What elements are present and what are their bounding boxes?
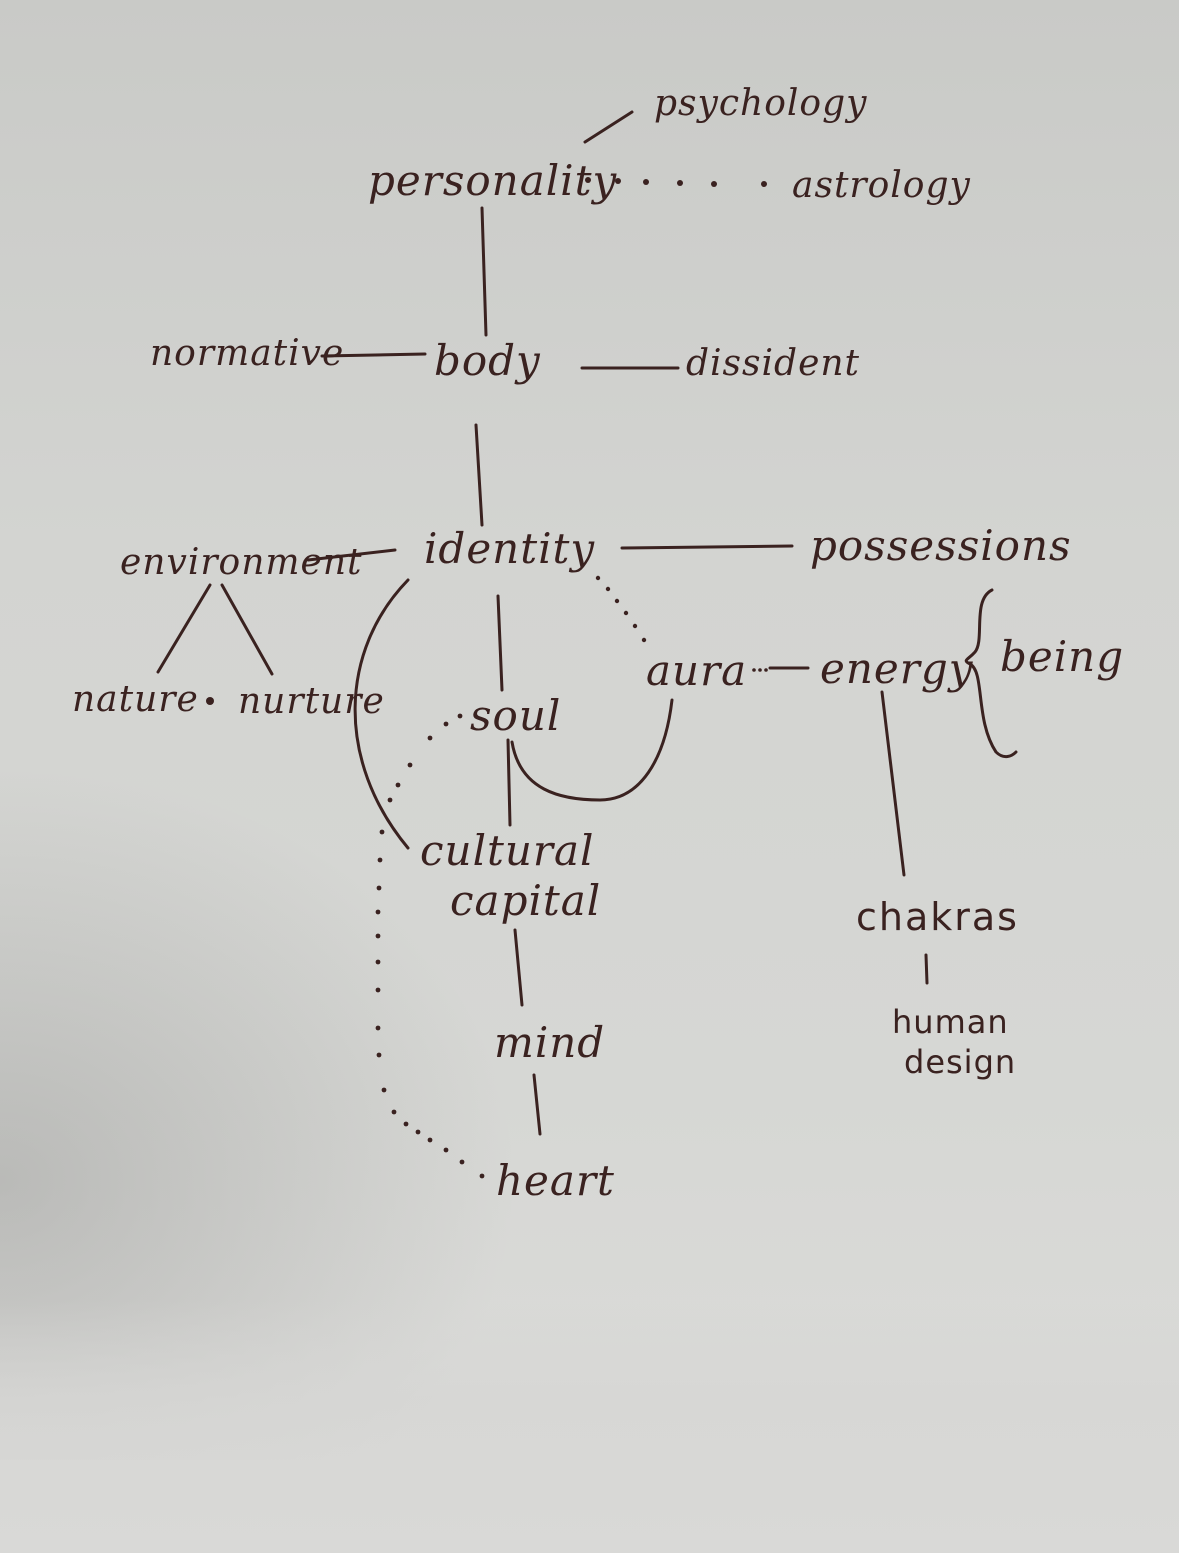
node-possessions: possessions — [810, 521, 1072, 570]
node-energy: energy — [820, 644, 974, 693]
node-mind: mind — [494, 1018, 606, 1067]
node-personality: personality — [368, 156, 618, 205]
edge-personality-psychology — [583, 110, 634, 144]
node-human: human — [892, 1003, 1009, 1041]
node-cultural: cultural — [420, 826, 595, 875]
edge-energy-chakras — [880, 690, 906, 877]
node-nature: nature — [72, 679, 199, 720]
being-brace — [964, 588, 1018, 759]
edge-identity-cultural-arc — [353, 578, 410, 850]
edge-identity-possessions — [620, 544, 794, 550]
edge-mind-heart — [532, 1073, 542, 1136]
edge-environment-nurture — [220, 583, 274, 676]
node-being: being — [1000, 632, 1125, 681]
node-body: body — [434, 336, 541, 385]
edge-personality-body — [480, 206, 488, 337]
node-aura: aura — [646, 646, 748, 695]
node-dissident: dissident — [686, 343, 861, 384]
edge-capital-mind — [513, 928, 524, 1007]
node-chakras: chakras — [856, 895, 1019, 939]
edge-soul-cultural — [506, 738, 512, 827]
node-identity: identity — [424, 524, 596, 573]
edge-normative-body — [320, 352, 427, 358]
node-normative: normative — [150, 333, 345, 374]
node-nurture: nurture — [238, 681, 385, 722]
node-soul: soul — [470, 691, 562, 740]
edge-environment-nature — [156, 583, 212, 674]
node-heart: heart — [496, 1156, 615, 1205]
edge-identity-soul — [496, 594, 504, 692]
edge-environment-identity — [306, 548, 397, 562]
node-psychology: psychology — [654, 83, 868, 124]
node-design: design — [904, 1043, 1017, 1081]
edge-body-identity — [474, 423, 484, 527]
node-environment: environment — [120, 542, 363, 583]
node-astrology: astrology — [792, 165, 971, 206]
node-capital: capital — [450, 876, 602, 925]
edge-chakras-human — [924, 953, 929, 985]
edge-soul-aura-loop — [510, 698, 674, 802]
